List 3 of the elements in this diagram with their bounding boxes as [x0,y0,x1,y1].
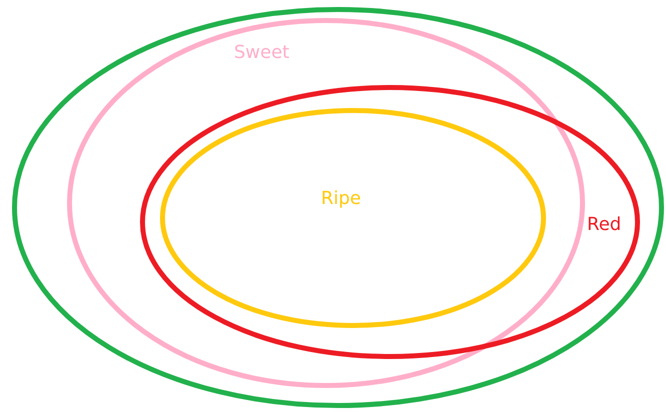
set-label: Sweet [234,44,290,62]
set-label: Red [587,216,622,234]
set-label: Ripe [321,190,362,208]
